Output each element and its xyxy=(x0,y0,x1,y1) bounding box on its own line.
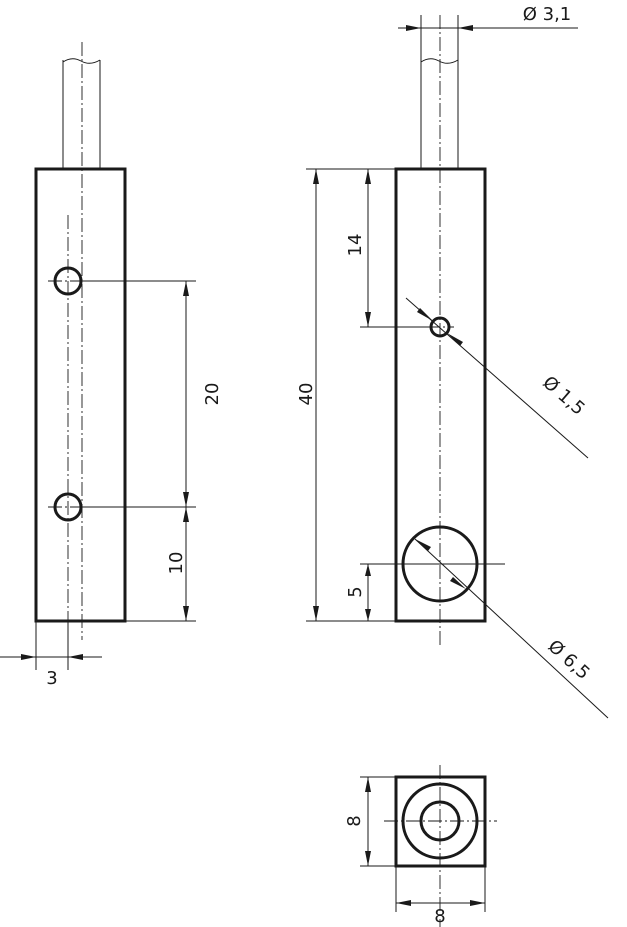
dim-large-hole-diameter: Ø 6,5 xyxy=(544,636,594,684)
dim-arrow xyxy=(183,492,189,507)
dim-overall-length: 40 xyxy=(296,383,317,406)
side-body xyxy=(394,167,487,623)
dim-arrow xyxy=(470,900,485,906)
dim-arrow xyxy=(365,169,371,184)
side-view: Ø 3,1 40 14 Ø 1,5 Ø 6,5 5 xyxy=(296,4,609,719)
dim-arrow xyxy=(447,333,463,346)
dim-arrow xyxy=(365,312,371,327)
dim-large-hole-offset: 5 xyxy=(345,586,366,597)
end-view: 8 8 xyxy=(344,765,497,927)
dim-arrow xyxy=(417,308,433,321)
dim-arrow xyxy=(406,25,421,31)
dim-arrow xyxy=(21,654,36,660)
end-body xyxy=(394,775,487,868)
dim-arrow xyxy=(313,169,319,184)
dim-arrow xyxy=(365,851,371,866)
dim-arrow xyxy=(458,25,473,31)
left-body xyxy=(34,167,127,623)
dim-arrow xyxy=(415,539,431,551)
dim-height: 8 xyxy=(344,815,365,826)
dim-hole-bottom-offset: 10 xyxy=(166,552,187,575)
dim-arrow xyxy=(365,564,371,576)
dim-arrow xyxy=(183,507,189,522)
dim-arrow xyxy=(68,654,83,660)
dim-arrow xyxy=(450,577,466,589)
dim-arrow xyxy=(183,606,189,621)
cable-break xyxy=(420,58,459,64)
left-cable-break xyxy=(62,58,101,64)
dim-arrow xyxy=(365,609,371,621)
dim-hole-distance: 20 xyxy=(202,383,223,406)
dim-small-hole-diameter: Ø 1,5 xyxy=(538,372,588,420)
dim-width: 8 xyxy=(434,906,445,927)
leader-line-large-hole xyxy=(414,538,609,719)
dim-small-hole-offset: 14 xyxy=(345,234,366,257)
dim-arrow xyxy=(313,606,319,621)
dim-arrow xyxy=(365,777,371,792)
dim-hole-side-offset: 3 xyxy=(46,668,57,689)
left-view: 20 10 3 xyxy=(0,42,223,689)
dim-arrow xyxy=(396,900,411,906)
leader-line-small-hole xyxy=(405,297,589,459)
dim-cable-diameter: Ø 3,1 xyxy=(523,4,572,25)
dim-arrow xyxy=(183,281,189,296)
